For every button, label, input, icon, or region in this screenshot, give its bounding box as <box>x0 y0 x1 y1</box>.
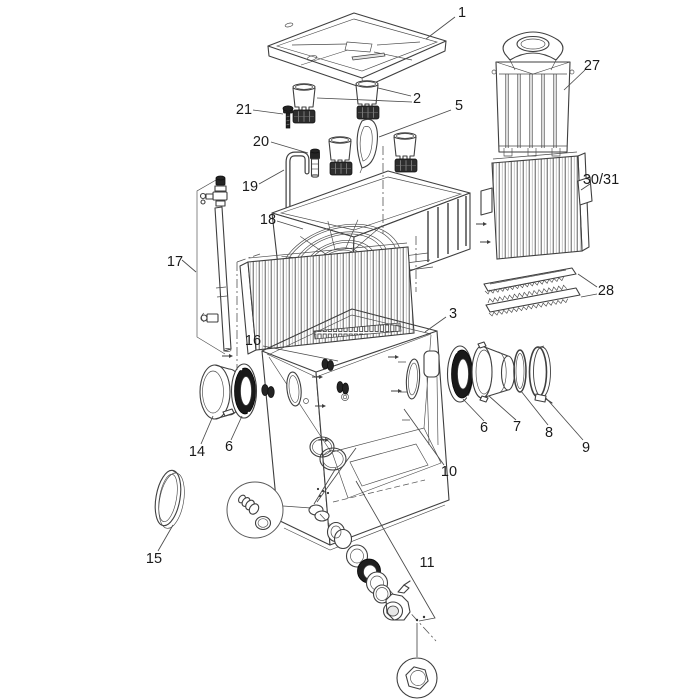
part-media-holder-frame <box>491 31 575 157</box>
part-pin <box>310 148 320 178</box>
callout-label-media-basket: 18 <box>260 212 276 228</box>
part-cover-collar <box>199 364 243 420</box>
callout-label-tank-rim: 3 <box>449 306 457 322</box>
part-brush-rails <box>483 267 581 317</box>
callout-label-seal-right: 6 <box>480 420 488 436</box>
callout-label-rim-screw: 16 <box>245 333 261 349</box>
drain-flange <box>396 657 438 699</box>
foam-grate-row <box>313 322 402 340</box>
callout-label-brush-rails: 28 <box>598 283 614 299</box>
callout-label-drain-valve-assembly: 11 <box>419 555 434 571</box>
callout-label-clamp-ring: 9 <box>582 440 590 456</box>
part-o-ring <box>513 349 527 393</box>
callout-label-flap-valve: 5 <box>455 98 463 114</box>
part-screw <box>282 105 294 129</box>
detail-screw-plug <box>238 494 260 515</box>
frame-rods <box>499 73 567 148</box>
alignment-axes <box>236 146 417 370</box>
callout-label-pin: 20 <box>253 134 269 150</box>
callout-label-media-holder-frame: 27 <box>584 58 600 74</box>
callout-label-standpipe: 17 <box>167 254 183 270</box>
ball-valve <box>382 580 411 621</box>
callout-label-cover-collar: 14 <box>189 444 205 460</box>
callout-label-retainer-hook: 19 <box>242 179 258 195</box>
part-seal-right <box>446 345 474 403</box>
part-lid <box>267 12 447 89</box>
callout-label-seal-left: 6 <box>225 439 233 455</box>
callout-label-clamp-band: 15 <box>146 551 162 567</box>
detail-o-ring <box>254 515 272 531</box>
magnified-detail <box>226 481 284 539</box>
callout-label-tank-interior: 10 <box>441 464 457 480</box>
part-clamp-ring <box>528 345 553 404</box>
callout-label-lid: 1 <box>458 5 466 21</box>
callout-label-outlet-socket: 7 <box>513 419 521 435</box>
part-standpipe <box>196 175 232 355</box>
tank-clip-channel <box>423 350 440 378</box>
part-flap-valve <box>356 118 378 174</box>
part-retainer-hook <box>285 151 310 231</box>
callout-label-inlet-caps: 2 <box>413 91 421 107</box>
part-outlet-socket <box>471 341 516 403</box>
basket-slats <box>427 196 467 262</box>
part-seal-left <box>230 363 258 419</box>
callout-labels: 1 2 21 5 20 19 18 17 27 30/31 28 3 16 14… <box>146 5 619 571</box>
callout-label-filter-foam: 30/31 <box>583 172 619 188</box>
leader-lines <box>157 16 598 622</box>
tank-grommets <box>261 358 349 398</box>
lid-handle-slot <box>351 52 386 61</box>
part-filter-foam <box>480 151 593 260</box>
callout-label-screw: 21 <box>236 102 252 118</box>
part-drain-valve-assembly <box>319 513 438 699</box>
main-filter-foam <box>239 242 415 355</box>
part-clamp-band <box>154 469 185 529</box>
callout-label-o-ring: 8 <box>545 425 553 441</box>
